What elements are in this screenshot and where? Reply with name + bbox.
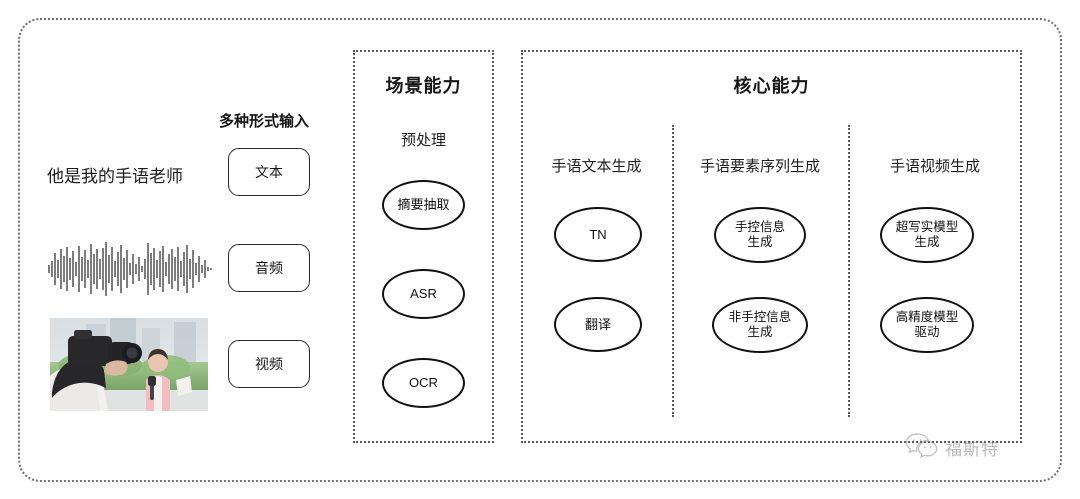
core-column-sign-text-generation: 手语文本生成 bbox=[521, 159, 672, 174]
core-capability-panel: 核心能力 bbox=[521, 50, 1022, 443]
modality-button-video[interactable]: 视频 bbox=[228, 340, 310, 388]
input-section-caption: 多种形式输入 bbox=[219, 113, 310, 130]
node-non-manual-signal-generation[interactable]: 非手控信息 生成 bbox=[712, 297, 808, 353]
video-thumbnail-icon bbox=[50, 318, 208, 411]
node-translation[interactable]: 翻译 bbox=[554, 297, 642, 352]
node-ocr[interactable]: OCR bbox=[382, 358, 465, 408]
core-column-sign-element-sequence-generation: 手语要素序列生成 bbox=[672, 159, 848, 174]
node-high-precision-model-driving[interactable]: 高精度模型 驱动 bbox=[880, 297, 974, 353]
outer-frame bbox=[18, 18, 1062, 482]
node-asr[interactable]: ASR bbox=[382, 269, 465, 319]
scene-column-preprocessing: 预处理 bbox=[353, 133, 494, 148]
node-summary-extraction[interactable]: 摘要抽取 bbox=[382, 180, 465, 230]
core-column-1-heading: 手语文本生成 bbox=[551, 158, 642, 175]
scene-capability-panel: 场景能力 bbox=[353, 50, 494, 443]
wechat-bubble-icon bbox=[905, 432, 939, 463]
scene-capability-title: 场景能力 bbox=[385, 76, 462, 96]
core-column-sign-video-generation: 手语视频生成 bbox=[848, 159, 1022, 174]
node-manual-signal-generation[interactable]: 手控信息 生成 bbox=[714, 207, 806, 263]
core-capability-title: 核心能力 bbox=[733, 76, 810, 96]
input-sample-sentence: 他是我的手语老师 bbox=[47, 167, 183, 186]
watermark: 福斯特 bbox=[905, 432, 999, 463]
watermark-text: 福斯特 bbox=[945, 440, 999, 459]
core-column-2-heading: 手语要素序列生成 bbox=[699, 158, 820, 175]
modality-button-audio[interactable]: 音频 bbox=[228, 244, 310, 292]
node-hyperrealistic-model-generation[interactable]: 超写实模型 生成 bbox=[880, 207, 974, 263]
core-panel-divider-1 bbox=[672, 125, 674, 417]
modality-button-text[interactable]: 文本 bbox=[228, 148, 310, 196]
node-tn[interactable]: TN bbox=[554, 207, 642, 262]
core-column-3-heading: 手语视频生成 bbox=[889, 158, 980, 175]
core-panel-divider-2 bbox=[848, 125, 850, 417]
scene-column-heading: 预处理 bbox=[400, 132, 446, 149]
audio-waveform-icon bbox=[44, 240, 216, 298]
